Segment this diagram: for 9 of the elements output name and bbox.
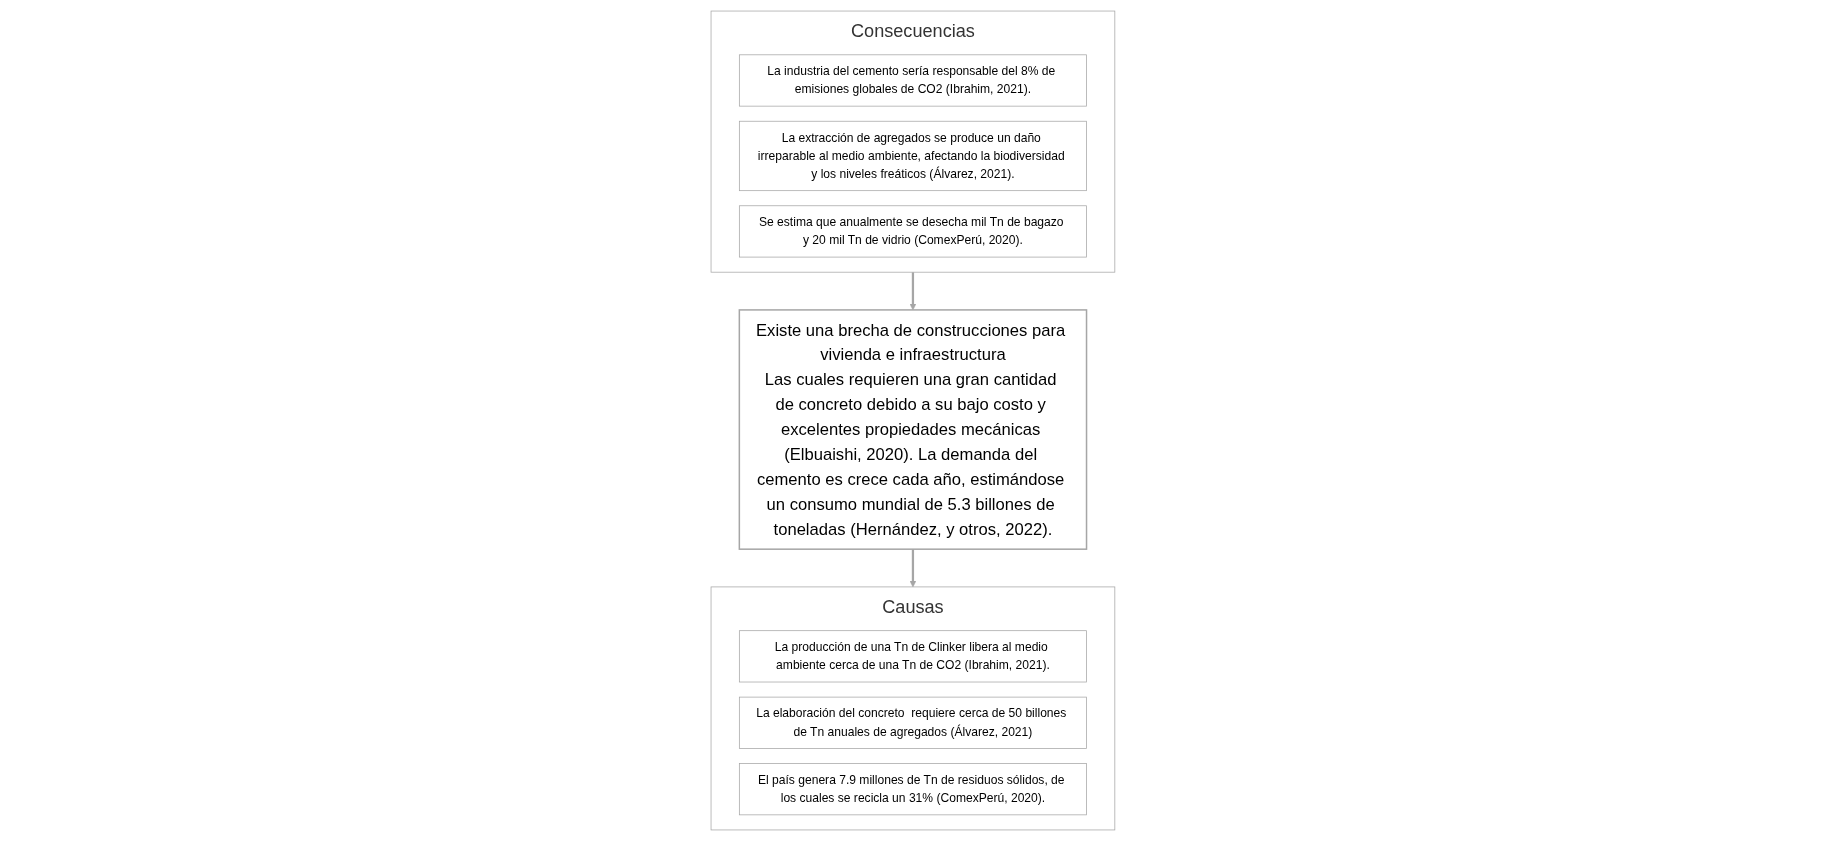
node-box: La extracción de agregados se produce un daño irreparable al medio ambiente, afectando la biodiversidad y los niveles freáticos (Álvarez, 2021). (738, 120, 1087, 192)
node-box: El país genera 7.9 millones de Tn de residuos sólidos, de los cuales se recicla un 31% (ComexPerú, 2020). (738, 763, 1087, 816)
node-box: Existe una brecha de construcciones para vivienda e infraestructura Las cuales requieren una gran cantidad de concreto debido a su bajo costo y excelentes propiedades mecánicas (Elbuaishi, 2020). La demanda del cemento es crece cada año, estimándose un consumo mundial de 5.3 billones de toneladas (Hernández, y otros, 2022). (738, 309, 1087, 550)
node-box: Se estima que anualmente se desecha mil Tn de bagazo y 20 mil Tn de vidrio (ComexPerú, 2020). (738, 205, 1087, 258)
arrow (909, 272, 916, 311)
node-box: La elaboración del concreto requiere cerca de 50 billones de Tn anuales de agregados (Álvarez, 2021) (738, 696, 1087, 749)
node-box: La producción de una Tn de Clinker libera al medio ambiente cerca de una Tn de CO2 (Ibrahim, 2021). (738, 630, 1087, 683)
arrow (909, 549, 916, 588)
node-box: La industria del cemento sería responsable del 8% de emisiones globales de CO2 (Ibrahim, 2021). (738, 54, 1087, 107)
